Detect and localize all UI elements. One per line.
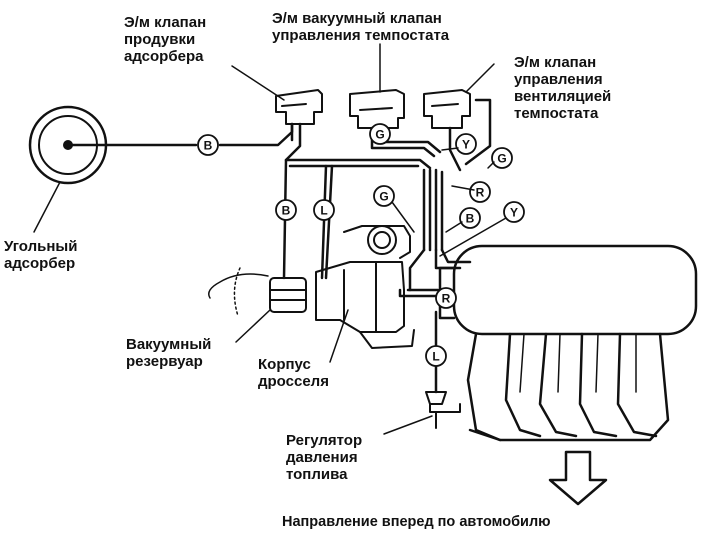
hose-tag-b1: B [197,134,219,156]
hose-tag-y2: Y [503,201,525,223]
hose-tag-b2: B [275,199,297,221]
svg-text:Y: Y [510,206,518,220]
svg-text:Y: Y [462,138,470,152]
canister-label: Угольный адсорбер [4,238,78,272]
svg-text:L: L [432,350,439,364]
vent-valve-label: Э/м клапан управления вентиляцией темпос… [514,54,612,122]
fuel-regulator-label: Регулятор давления топлива [286,432,363,483]
hose-tag-r1: R [469,181,491,203]
forward-arrow-icon [548,450,608,506]
throttle-body-label: Корпус дросселя [258,356,329,390]
svg-text:G: G [375,128,384,142]
svg-text:L: L [320,204,327,218]
hose-tag-l2: L [425,345,447,367]
vacuum-valve-label: Э/м вакуумный клапан управления темпоста… [272,10,450,44]
fuel-pressure-regulator [425,391,461,429]
svg-text:R: R [442,292,451,306]
purge-valve-label: Э/м клапан продувки адсорбера [124,14,207,65]
hose-tag-b3: B [459,207,481,229]
svg-text:B: B [204,139,213,153]
svg-text:B: B [466,212,475,226]
purge-valve [275,89,323,125]
throttle-body [315,225,415,349]
svg-text:G: G [379,190,388,204]
hose-tag-g3: G [373,185,395,207]
hose-tag-l1: L [313,199,335,221]
hose-tag-r2: R [435,287,457,309]
hose-tag-g1: G [369,123,391,145]
svg-text:G: G [497,152,506,166]
vacuum-reservoir-label: Вакуумный резервуар [126,336,212,370]
vent-control-valve [423,89,471,129]
hose-tag-g2: G [491,147,513,169]
intake-manifold [438,244,698,442]
vacuum-control-valve [349,89,405,129]
tag-leaders [391,147,507,257]
hose-tag-y1: Y [455,133,477,155]
svg-text:R: R [476,186,485,200]
hose-network [70,98,492,394]
leader-lines [33,43,495,435]
direction-label: Направление вперед по автомобилю [282,514,551,530]
svg-text:B: B [282,204,291,218]
vacuum-reservoir [208,267,307,317]
